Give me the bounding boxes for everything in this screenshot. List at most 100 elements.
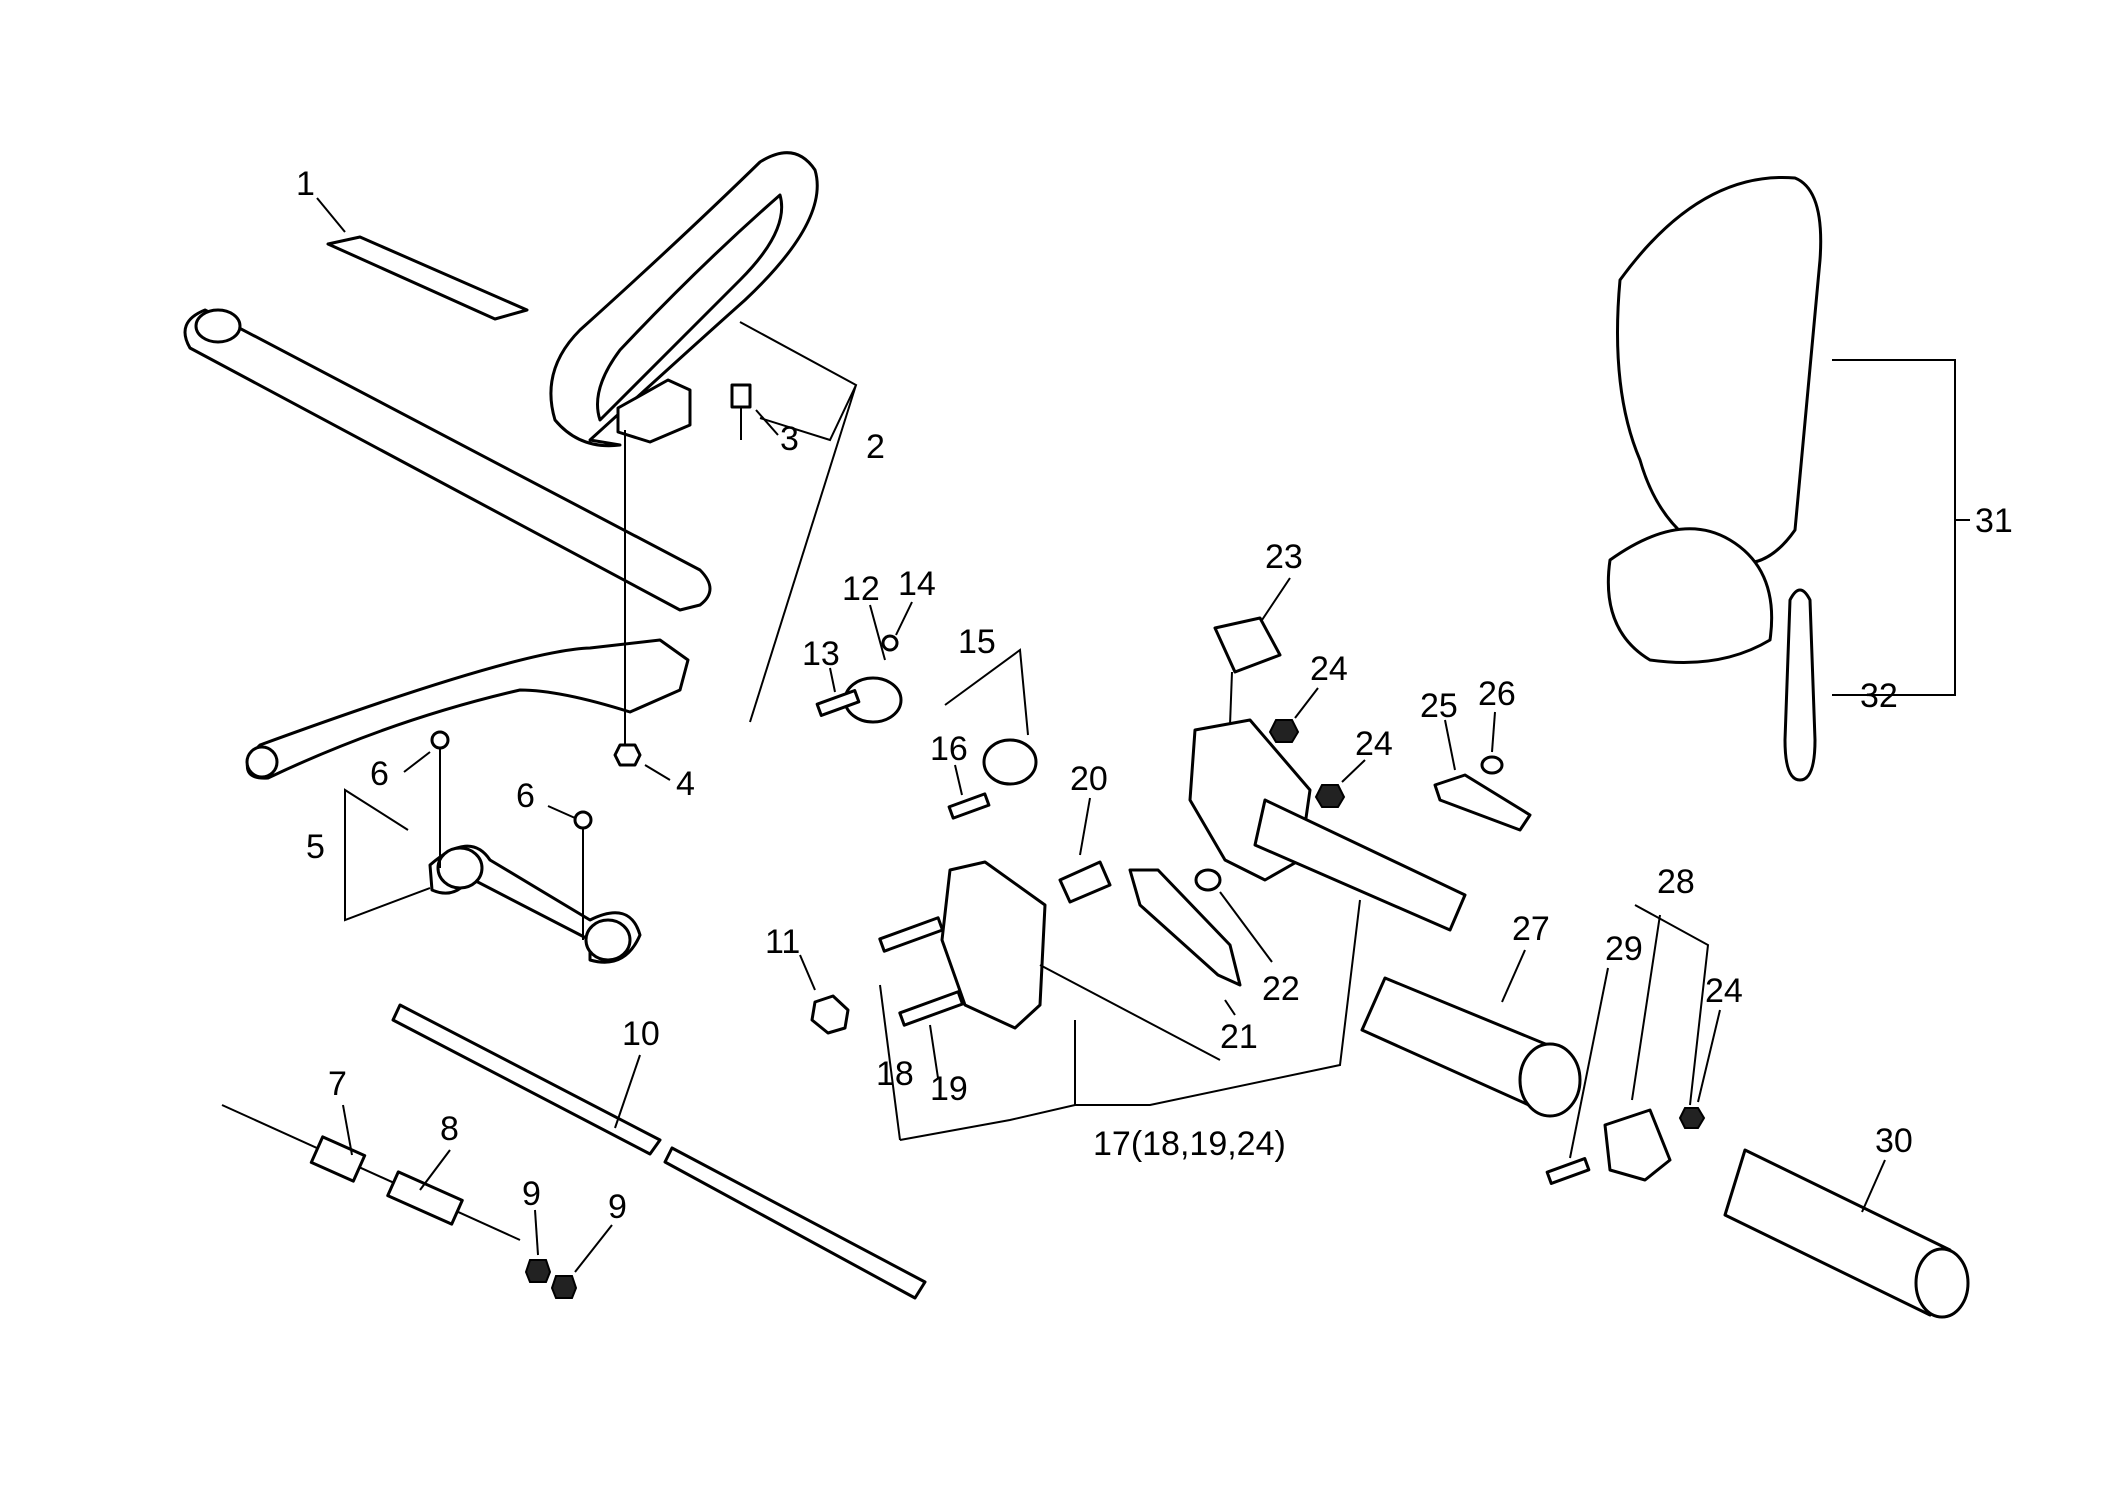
leader-2b <box>749 384 857 723</box>
cable-7-sleeve <box>309 1135 367 1183</box>
nut-part-14 <box>881 634 899 652</box>
callout-9b: 9 <box>608 1188 627 1226</box>
leader-11 <box>799 954 816 991</box>
bolt-part-13 <box>815 689 861 717</box>
callout-31: 31 <box>1975 502 2013 540</box>
leader-2 <box>739 321 858 442</box>
screw-part-18 <box>878 916 945 953</box>
leader-20 <box>1079 797 1091 856</box>
tube-30-end <box>1914 1247 1970 1319</box>
bracket-5-ring-a <box>436 846 484 890</box>
callout-21: 21 <box>1220 1018 1258 1056</box>
callout-8: 8 <box>440 1110 459 1148</box>
callout-19: 19 <box>930 1070 968 1108</box>
shaft-part-10 <box>391 1003 662 1156</box>
callout-23: 23 <box>1265 538 1303 576</box>
leader-17 <box>899 899 1361 1141</box>
leader-16 <box>954 764 963 796</box>
spring-part-26 <box>1480 755 1504 775</box>
screw-part-6a <box>430 730 450 750</box>
nut-part-9b <box>550 1275 578 1299</box>
lever-part-25 <box>1433 773 1532 832</box>
leader-15 <box>944 648 1029 736</box>
leader-3 <box>755 409 779 436</box>
callout-3: 3 <box>780 420 799 458</box>
handle-bracket-part-4 <box>245 638 690 780</box>
leader-6b <box>547 805 576 819</box>
callout-25: 25 <box>1420 687 1458 725</box>
nut-part-24b <box>1314 784 1346 808</box>
leader-14 <box>895 601 913 636</box>
trigger-part-21 <box>1128 868 1242 987</box>
cap-part-11 <box>810 994 850 1035</box>
grip-27-end <box>1518 1042 1582 1118</box>
callout-20: 20 <box>1070 760 1108 798</box>
callout-26: 26 <box>1478 675 1516 713</box>
leader-17b <box>879 984 901 1141</box>
leader-24c <box>1697 1009 1721 1103</box>
leader-23 <box>1261 577 1291 621</box>
leader-1 <box>316 197 346 233</box>
callout-13: 13 <box>802 635 840 673</box>
screw-part-6b <box>573 810 593 830</box>
leader-31 <box>1832 359 1956 696</box>
decal-part-1 <box>326 235 529 321</box>
leader-24a <box>1294 687 1319 719</box>
leader-4 <box>644 764 671 781</box>
callout-16: 16 <box>930 730 968 768</box>
shaft-part-10b <box>663 1146 927 1300</box>
leader-30 <box>1861 1159 1886 1213</box>
leader-26 <box>1491 711 1496 753</box>
leader-12 <box>869 604 886 661</box>
leader-8 <box>419 1149 451 1191</box>
callout-1: 1 <box>296 165 315 203</box>
callout-10: 10 <box>622 1015 660 1053</box>
nut-part-4 <box>613 743 642 767</box>
leader-10 <box>614 1054 641 1129</box>
hanger-part-28 <box>1603 1108 1672 1182</box>
callout-4: 4 <box>676 765 695 803</box>
leader-28b <box>1631 914 1661 1101</box>
callout-15: 15 <box>958 623 996 661</box>
harness-part-31 <box>1616 175 1823 565</box>
leader-19 <box>929 1024 939 1079</box>
leader-27 <box>1501 949 1526 1003</box>
callout-18: 18 <box>876 1055 914 1093</box>
callout-24c: 24 <box>1705 972 1743 1010</box>
switch-part-23 <box>1213 616 1282 674</box>
cable-part-7 <box>221 1104 521 1241</box>
handle-tube-end <box>194 308 242 344</box>
nut-part-9a <box>524 1259 552 1283</box>
bolt-part-29 <box>1545 1157 1591 1185</box>
callout-24b: 24 <box>1355 725 1393 763</box>
callout-30: 30 <box>1875 1122 1913 1160</box>
handle-tube <box>183 308 712 612</box>
housing-grip <box>1253 798 1467 932</box>
nut-part-24a <box>1268 719 1300 743</box>
leader-25 <box>1444 719 1456 771</box>
hook-part-32 <box>1783 588 1817 782</box>
leader-22 <box>1219 891 1273 963</box>
bracket-ball-end <box>245 745 279 779</box>
front-handle-inner <box>596 193 784 422</box>
callout-5: 5 <box>306 828 325 866</box>
nut-part-24c <box>1678 1107 1706 1129</box>
housing-rod <box>1039 964 1221 1061</box>
switch-wire <box>1229 671 1233 726</box>
callout-2: 2 <box>866 428 885 466</box>
clamp-part-15 <box>982 738 1038 786</box>
adjuster-part-8 <box>386 1170 464 1226</box>
leader-9b <box>574 1224 613 1273</box>
screw-part-16 <box>947 792 991 820</box>
callout-7: 7 <box>328 1065 347 1103</box>
leader-5 <box>344 788 431 922</box>
handle-clamp-upper <box>616 378 692 444</box>
callout-27: 27 <box>1512 910 1550 948</box>
harness-strap <box>1606 527 1774 664</box>
callout-24a: 24 <box>1310 650 1348 688</box>
callout-22: 22 <box>1262 970 1300 1008</box>
leader-29 <box>1569 967 1609 1159</box>
callout-14: 14 <box>898 565 936 603</box>
leader-6a <box>403 751 431 773</box>
